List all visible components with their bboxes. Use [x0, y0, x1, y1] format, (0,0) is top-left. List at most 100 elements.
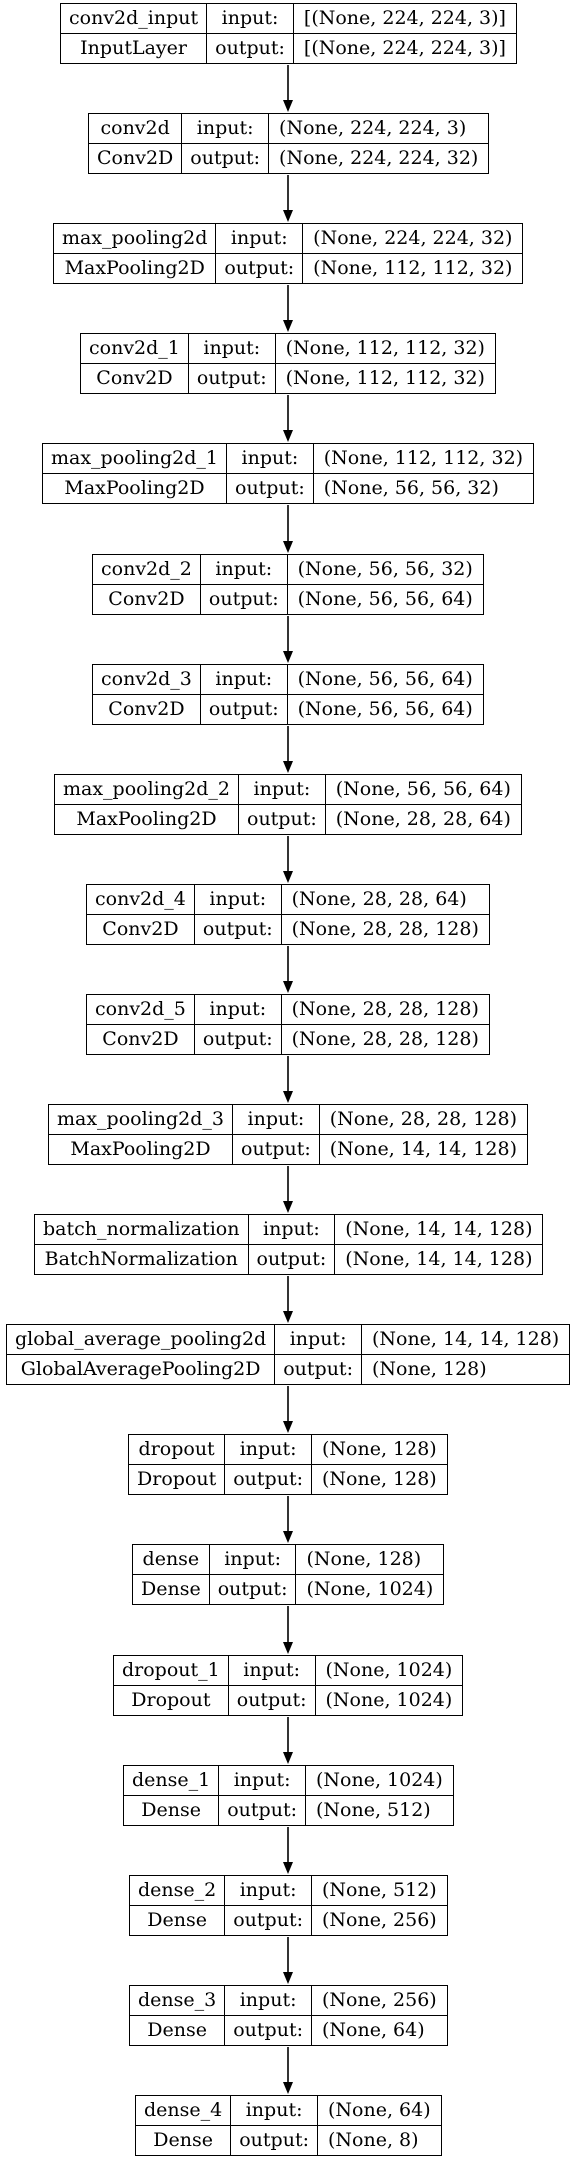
layer-type: Dense — [122, 1795, 220, 1826]
layer-node-conv2d-1: conv2d_1 input: (None, 112, 112, 32) Con… — [80, 333, 496, 394]
layer-node-conv2d-input: conv2d_input input: [(None, 224, 224, 3)… — [59, 3, 517, 64]
output-label: output: — [199, 694, 288, 725]
input-shape: (None, 1024) — [304, 1765, 454, 1796]
layer-type: Conv2D — [87, 143, 183, 174]
input-shape: (None, 56, 56, 64) — [324, 774, 522, 805]
input-label: input: — [215, 223, 304, 254]
layer-name: max_pooling2d_2 — [54, 774, 239, 805]
input-label: input: — [181, 113, 270, 144]
input-label: input: — [238, 774, 326, 805]
layer-type: Dropout — [127, 1464, 226, 1495]
input-label: input: — [199, 554, 288, 585]
output-shape: [(None, 224, 224, 3)] — [292, 33, 517, 64]
input-shape: (None, 1024) — [314, 1655, 464, 1686]
layer-type: GlobalAveragePooling2D — [5, 1354, 276, 1385]
layer-name: conv2d_input — [59, 3, 208, 34]
layer-node-dense-1: dense_1 input: (None, 1024) Dense output… — [122, 1765, 454, 1826]
arrow-head-icon — [283, 1752, 293, 1764]
layer-name: conv2d_1 — [80, 333, 189, 364]
input-shape: (None, 56, 56, 64) — [286, 664, 484, 695]
layer-type: Dropout — [113, 1685, 229, 1716]
output-label: output: — [199, 584, 288, 615]
input-label: input: — [247, 1214, 336, 1245]
output-shape: (None, 28, 28, 64) — [324, 804, 522, 835]
output-label: output: — [187, 363, 276, 394]
input-label: input: — [274, 1324, 362, 1355]
input-label: input: — [227, 1655, 316, 1686]
output-shape: (None, 28, 28, 128) — [280, 914, 490, 945]
output-label: output: — [226, 473, 314, 504]
input-label: input: — [208, 1544, 297, 1575]
input-shape: (None, 28, 28, 128) — [318, 1104, 528, 1135]
layer-name: dropout — [127, 1434, 226, 1465]
input-label: input: — [193, 994, 282, 1025]
output-label: output: — [215, 253, 304, 284]
layer-node-conv2d-4: conv2d_4 input: (None, 28, 28, 64) Conv2… — [86, 884, 490, 945]
input-shape: (None, 256) — [310, 1985, 448, 2016]
layer-type: Conv2D — [86, 914, 195, 945]
input-shape: (None, 112, 112, 32) — [312, 443, 535, 474]
layer-node-dropout: dropout input: (None, 128) Dropout outpu… — [127, 1434, 448, 1495]
layer-type: Conv2D — [80, 363, 189, 394]
layer-node-conv2d: conv2d input: (None, 224, 224, 3) Conv2D… — [87, 113, 490, 174]
layer-name: dense_2 — [128, 1875, 226, 1906]
input-label: input: — [206, 3, 294, 34]
output-label: output: — [224, 1905, 312, 1936]
input-label: input: — [224, 1985, 312, 2016]
input-label: input: — [193, 884, 282, 915]
arrow-head-icon — [283, 2082, 293, 2094]
layer-node-conv2d-5: conv2d_5 input: (None, 28, 28, 128) Conv… — [86, 994, 490, 1055]
layer-node-max-pooling2d-2: max_pooling2d_2 input: (None, 56, 56, 64… — [54, 774, 522, 835]
output-shape: (None, 28, 28, 128) — [280, 1024, 490, 1055]
layer-name: dense_3 — [128, 1985, 226, 2016]
layer-type: Dense — [128, 1905, 226, 1936]
arrow-head-icon — [283, 651, 293, 663]
layer-type: Conv2D — [92, 584, 201, 615]
layer-name: global_average_pooling2d — [5, 1324, 276, 1355]
layer-name: conv2d_4 — [86, 884, 195, 915]
layer-node-global-average-pooling2d: global_average_pooling2d input: (None, 1… — [5, 1324, 571, 1385]
input-label: input: — [230, 2095, 318, 2126]
output-label: output: — [232, 1134, 320, 1165]
output-shape: (None, 56, 56, 64) — [286, 694, 484, 725]
layer-type: MaxPooling2D — [52, 253, 217, 284]
arrow-head-icon — [283, 210, 293, 222]
layer-type: Dense — [134, 2125, 232, 2156]
layer-name: max_pooling2d_1 — [42, 443, 227, 474]
input-shape: (None, 128) — [310, 1434, 448, 1465]
output-shape: (None, 14, 14, 128) — [334, 1244, 544, 1275]
layer-type: MaxPooling2D — [42, 473, 227, 504]
layer-type: Conv2D — [86, 1024, 195, 1055]
layer-node-dense-2: dense_2 input: (None, 512) Dense output:… — [128, 1875, 448, 1936]
input-label: input: — [226, 443, 314, 474]
layer-name: dense — [132, 1544, 210, 1575]
arrow-head-icon — [283, 1531, 293, 1543]
layer-node-batch-normalization: batch_normalization input: (None, 14, 14… — [34, 1214, 544, 1275]
layer-node-dense: dense input: (None, 128) Dense output: (… — [132, 1544, 445, 1605]
arrow-head-icon — [283, 430, 293, 442]
output-label: output: — [224, 1464, 312, 1495]
arrow-head-icon — [283, 1421, 293, 1433]
layer-name: conv2d_5 — [86, 994, 195, 1025]
output-shape: (None, 112, 112, 32) — [302, 253, 524, 284]
output-shape: (None, 1024) — [314, 1685, 464, 1716]
layer-type: Conv2D — [92, 694, 201, 725]
layer-name: max_pooling2d — [52, 223, 217, 254]
input-shape: (None, 224, 224, 3) — [268, 113, 490, 144]
layer-type: MaxPooling2D — [54, 804, 239, 835]
input-shape: (None, 112, 112, 32) — [274, 333, 496, 364]
input-label: input: — [199, 664, 288, 695]
output-shape: (None, 56, 56, 32) — [312, 473, 535, 504]
output-label: output: — [218, 1795, 306, 1826]
output-label: output: — [238, 804, 326, 835]
layer-type: MaxPooling2D — [48, 1134, 233, 1165]
input-shape: (None, 28, 28, 64) — [280, 884, 490, 915]
output-shape: (None, 256) — [310, 1905, 448, 1936]
layer-node-dense-3: dense_3 input: (None, 256) Dense output:… — [128, 1985, 448, 2046]
input-shape: (None, 128) — [295, 1544, 445, 1575]
output-label: output: — [206, 33, 294, 64]
layer-name: dense_4 — [134, 2095, 232, 2126]
layer-name: dropout_1 — [113, 1655, 229, 1686]
